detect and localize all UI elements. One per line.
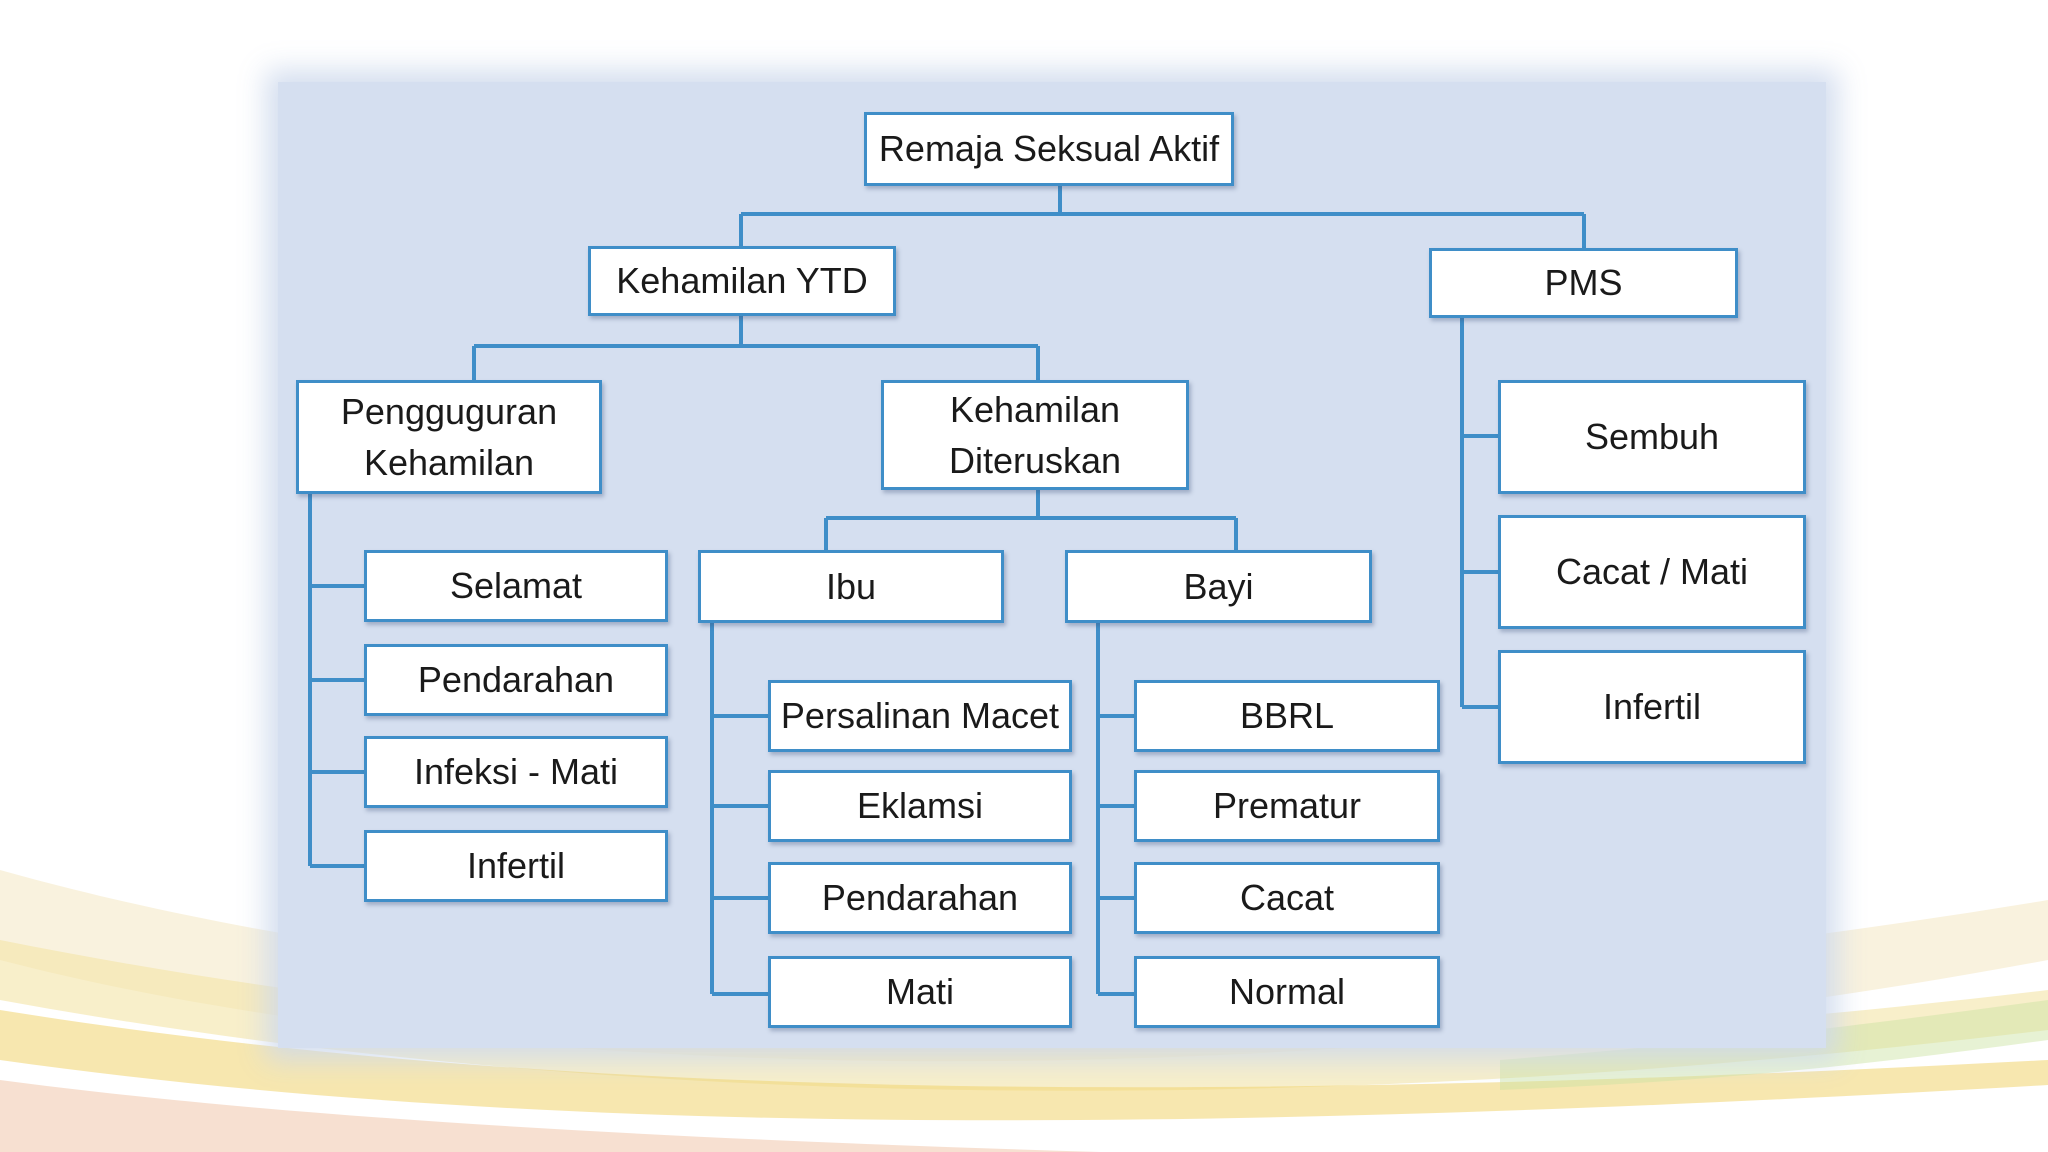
node-kehamilan-diteruskan: Kehamilan Diteruskan [881,380,1189,490]
node-ibu-persalinan-macet: Persalinan Macet [768,680,1072,752]
node-ibu-eklamsi: Eklamsi [768,770,1072,842]
node-pengguguran-infertil: Infertil [364,830,668,902]
node-pms-cacat-mati: Cacat / Mati [1498,515,1806,629]
node-pms-infertil: Infertil [1498,650,1806,764]
node-ibu: Ibu [698,550,1004,623]
node-bayi-normal: Normal [1134,956,1440,1028]
node-ibu-pendarahan: Pendarahan [768,862,1072,934]
node-pms: PMS [1429,248,1738,318]
node-pengguguran-kehamilan: Pengguguran Kehamilan [296,380,602,494]
node-pms-sembuh: Sembuh [1498,380,1806,494]
node-bayi-prematur: Prematur [1134,770,1440,842]
node-bayi: Bayi [1065,550,1372,623]
node-remaja-seksual-aktif: Remaja Seksual Aktif [864,112,1234,186]
node-pengguguran-pendarahan: Pendarahan [364,644,668,716]
node-bayi-cacat: Cacat [1134,862,1440,934]
node-bayi-bbrl: BBRL [1134,680,1440,752]
node-kehamilan-ytd: Kehamilan YTD [588,246,896,316]
node-pengguguran-infeksi-mati: Infeksi - Mati [364,736,668,808]
node-pengguguran-selamat: Selamat [364,550,668,622]
node-ibu-mati: Mati [768,956,1072,1028]
